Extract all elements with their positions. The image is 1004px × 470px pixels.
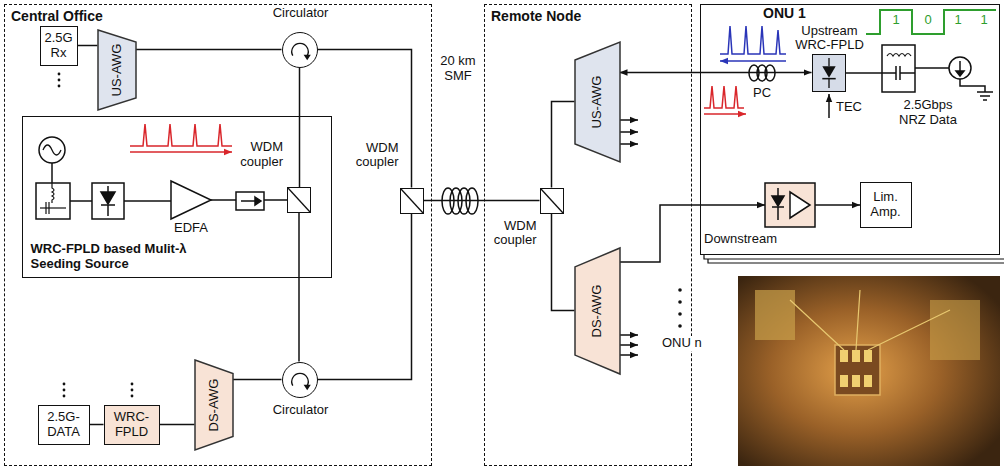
diagonal	[288, 188, 310, 212]
bit-label: 1	[890, 13, 902, 28]
onu-stack	[704, 255, 1004, 263]
fiber-connector	[233, 379, 282, 381]
diode-symbol	[813, 55, 845, 91]
arc	[291, 43, 307, 55]
triangle	[171, 181, 211, 219]
circulator-arrow	[283, 33, 317, 67]
awg-trapezoid: US-AWG	[98, 30, 136, 110]
node-text: US-AWG	[590, 75, 605, 128]
onu-box: ONU 1 Upstream WRC-FPLD Lim. Amp.	[700, 4, 1000, 255]
node-text: Upstream WRC-FPLD	[790, 24, 870, 54]
coupler-diagonal	[401, 189, 423, 213]
laser-box: WRC-FPLD	[104, 405, 160, 445]
bit-label: 1	[978, 13, 990, 28]
fiber-connector	[78, 45, 98, 47]
coupler-diagonal	[541, 189, 563, 213]
arrowhead	[303, 384, 310, 390]
seeding-source-box: WRC-FPLD based Mulit-λ Seeding Source EDF…	[22, 116, 332, 278]
awg-polygon	[195, 360, 233, 450]
node-text: ONU 1	[763, 5, 806, 21]
region-box: Remote NodeUS-AWG WDM couplerDS-AWG	[484, 4, 692, 466]
node-text: 2.5G-DATA	[41, 410, 87, 440]
fiber-connector	[620, 72, 812, 74]
node-text: Central Office	[11, 8, 103, 24]
lead	[828, 58, 829, 66]
awg-trapezoid: DS-AWG	[195, 360, 233, 450]
onu-label: ONU n	[660, 336, 704, 351]
node-text: Circulator	[261, 403, 341, 418]
laser-diode-box: Upstream WRC-FPLD	[812, 54, 846, 92]
lead	[828, 78, 829, 87]
arrowhead	[303, 54, 310, 60]
node-text: WDM coupler	[487, 219, 537, 249]
circulator-symbol: Circulator	[282, 362, 318, 398]
node-text: WDM coupler	[349, 141, 399, 171]
fiber-connector	[552, 102, 575, 188]
data-box: 2.5G-DATA	[38, 405, 90, 445]
edge-label: 20 km SMF	[434, 54, 482, 84]
fiber-connector	[424, 200, 540, 202]
node-text: DS-AWG	[590, 284, 605, 337]
polarization-controller-label: PC	[750, 86, 774, 101]
fiber-connector	[90, 424, 104, 426]
node-text: WRC-FPLD based Mulit-λ Seeding Source	[31, 242, 216, 272]
receiver-box: 2.5G Rx	[40, 26, 78, 66]
amplifier-triangle: EDFA	[171, 181, 211, 219]
seeding-chain	[36, 137, 172, 219]
node-text: Lim. Amp.	[863, 190, 909, 220]
fiber-connector	[318, 214, 412, 380]
optical-pulses	[130, 10, 996, 152]
node-text: EDFA	[161, 221, 221, 236]
awg-trapezoid: US-AWG	[575, 42, 620, 162]
fiber-connector	[318, 50, 412, 188]
coupler-diagonal	[288, 188, 310, 212]
node-text: DS-AWG	[206, 378, 221, 431]
tec-label: TEC	[836, 100, 862, 115]
isolator-fiber-pc	[236, 65, 775, 214]
diode	[822, 66, 835, 77]
wdm-coupler: WDM coupler	[400, 188, 424, 214]
limiting-amp-box: Lim. Amp.	[860, 182, 912, 228]
fiber-connector	[299, 68, 301, 188]
diagonal	[541, 189, 563, 213]
circulator-symbol: Circulator	[282, 32, 318, 68]
triangle-outline	[171, 181, 211, 219]
data-source-label: 2.5Gbps NRZ Data	[893, 98, 963, 128]
circulator-arrow	[283, 363, 317, 397]
fiber-connector	[552, 214, 575, 311]
awg-trapezoid: DS-AWG	[575, 248, 620, 374]
node-text: US-AWG	[109, 43, 124, 96]
section-label: Downstream	[704, 232, 777, 247]
wdm-coupler: WDM coupler	[287, 187, 311, 213]
chip-photo	[738, 276, 1000, 466]
awg-polygon	[575, 42, 620, 162]
node-text: WRC-FPLD	[107, 410, 157, 440]
bit-label: 0	[922, 13, 934, 28]
region-box: Central Office2.5G RxUS-AWGCirculatorWRC…	[4, 4, 432, 466]
node-text: Circulator	[261, 6, 341, 21]
awg-polygon	[98, 30, 136, 110]
node-text: Remote Node	[491, 8, 581, 24]
node-text: 2.5G Rx	[43, 31, 75, 61]
bit-label: 1	[952, 13, 964, 28]
fiber-connector	[298, 213, 300, 362]
node-text: WDM coupler	[228, 140, 283, 170]
arc	[291, 373, 307, 385]
diagonal	[401, 189, 423, 213]
wdm-coupler: WDM coupler	[540, 188, 564, 214]
fiber-connector	[136, 49, 282, 51]
awg-polygon	[575, 248, 620, 374]
fiber-connector	[160, 424, 195, 426]
